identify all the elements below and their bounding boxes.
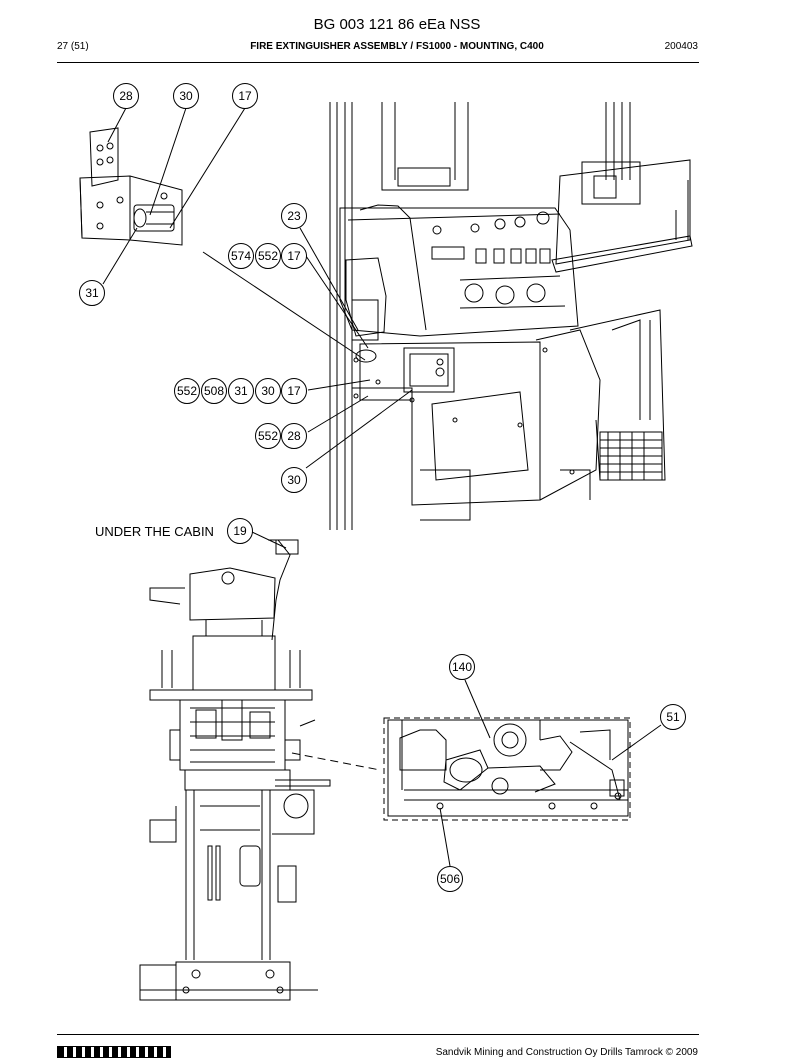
- svg-text:17: 17: [287, 384, 301, 398]
- svg-text:574: 574: [231, 249, 251, 263]
- footer-rule: [57, 1034, 699, 1035]
- callout-51: 51: [660, 704, 686, 730]
- callout-23: 23: [281, 203, 307, 229]
- cabin-detail-drawing: [329, 102, 693, 530]
- bracket-detail-drawing: [79, 127, 183, 246]
- svg-text:552: 552: [177, 384, 197, 398]
- callout-17: 17: [281, 378, 307, 404]
- svg-text:31: 31: [234, 384, 248, 398]
- leader-lines-bottom: [251, 531, 662, 867]
- svg-text:140: 140: [452, 660, 472, 674]
- svg-text:552: 552: [258, 249, 278, 263]
- callout-140: 140: [449, 654, 475, 680]
- document-date: 200403: [664, 41, 698, 52]
- svg-text:30: 30: [261, 384, 275, 398]
- svg-text:28: 28: [287, 429, 301, 443]
- header-rule: [57, 62, 699, 63]
- callout-31: 31: [79, 280, 105, 306]
- callout-552: 552: [174, 378, 200, 404]
- callout-30: 30: [173, 83, 199, 109]
- svg-text:51: 51: [666, 710, 680, 724]
- chassis-drawing: [139, 539, 331, 1001]
- callout-574: 574: [228, 243, 254, 269]
- svg-text:552: 552: [258, 429, 278, 443]
- callout-28: 28: [113, 83, 139, 109]
- svg-text:508: 508: [204, 384, 224, 398]
- svg-text:30: 30: [287, 473, 301, 487]
- detail-connector-dashed: [291, 752, 381, 771]
- engine-detail-drawing: [383, 717, 631, 821]
- page-number: 27 (51): [57, 41, 89, 52]
- document-id: BG 003 121 86 eEa NSS: [313, 16, 481, 33]
- callout-508: 508: [201, 378, 227, 404]
- callout-30: 30: [255, 378, 281, 404]
- callout-552: 552: [255, 243, 281, 269]
- callout-28: 28: [281, 423, 307, 449]
- leader-lines-top: [102, 107, 413, 469]
- assembly-description: FIRE EXTINGUISHER ASSEMBLY / FS1000 - MO…: [250, 41, 544, 52]
- svg-text:31: 31: [85, 286, 99, 300]
- svg-text:19: 19: [233, 524, 247, 538]
- sandvik-logo: [57, 1046, 171, 1058]
- svg-text:23: 23: [287, 209, 301, 223]
- under-cabin-label: UNDER THE CABIN: [95, 524, 214, 539]
- callout-552: 552: [255, 423, 281, 449]
- callout-506: 506: [437, 866, 463, 892]
- callout-30: 30: [281, 467, 307, 493]
- svg-text:17: 17: [238, 89, 252, 103]
- callout-19: 19: [227, 518, 253, 544]
- svg-text:30: 30: [179, 89, 193, 103]
- svg-text:17: 17: [287, 249, 301, 263]
- callout-31: 31: [228, 378, 254, 404]
- callout-17: 17: [232, 83, 258, 109]
- callout-17: 17: [281, 243, 307, 269]
- svg-text:28: 28: [119, 89, 133, 103]
- svg-text:506: 506: [440, 872, 460, 886]
